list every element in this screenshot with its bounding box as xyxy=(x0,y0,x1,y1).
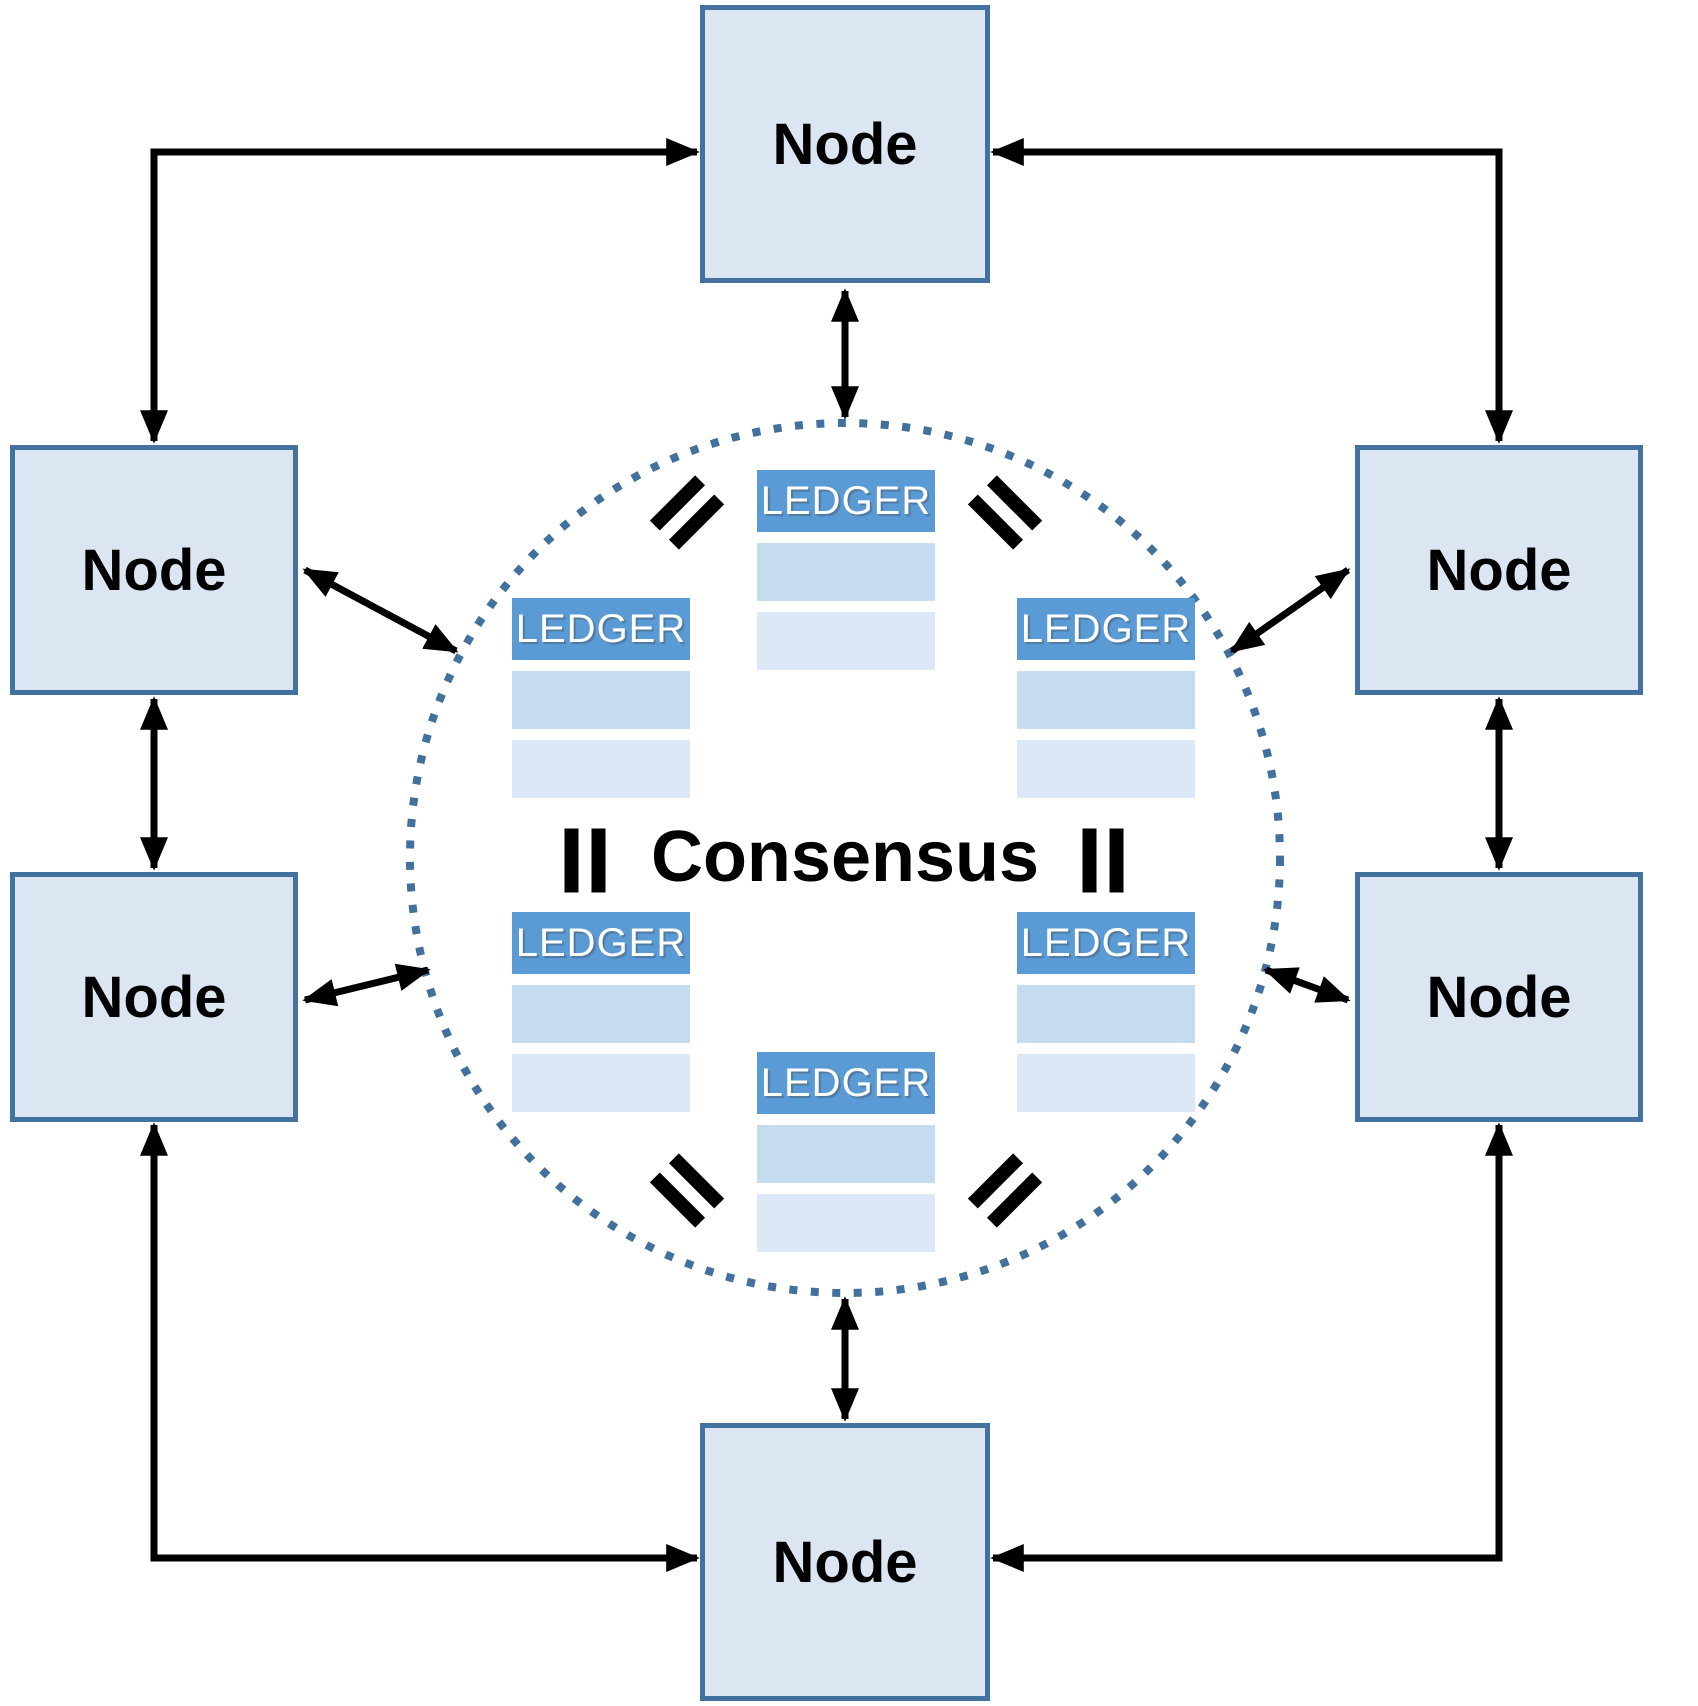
ledger-row xyxy=(757,1125,935,1183)
ledger-row xyxy=(1017,740,1195,798)
node-label: Node xyxy=(772,1529,918,1595)
consensus-label: Consensus xyxy=(650,817,1040,897)
arrow-upper-left-ring xyxy=(302,566,459,655)
ledger-row xyxy=(512,671,690,729)
ledger-table-middle-right: LEDGER xyxy=(1017,598,1195,809)
equals-icon xyxy=(1082,828,1124,893)
ledger-table-bottom: LEDGER xyxy=(757,1052,935,1263)
node-label: Node xyxy=(1426,964,1572,1030)
ledger-row xyxy=(757,543,935,601)
node-upper-left: Node xyxy=(10,445,298,695)
ledger-header: LEDGER xyxy=(1017,912,1195,974)
ledger-row xyxy=(512,740,690,798)
ledger-row xyxy=(512,1054,690,1112)
ledger-table-lower-right: LEDGER xyxy=(1017,912,1195,1123)
ledger-table-middle-left: LEDGER xyxy=(512,598,690,809)
node-label: Node xyxy=(772,111,918,177)
arrow-elbow-top-right xyxy=(990,138,1513,444)
arrow-elbow-bottom-right xyxy=(990,1122,1513,1572)
ledger-header: LEDGER xyxy=(1017,598,1195,660)
node-upper-right: Node xyxy=(1355,445,1643,695)
arrow-upper-right-ring xyxy=(1229,567,1351,654)
node-lower-right: Node xyxy=(1355,872,1643,1122)
ledger-header: LEDGER xyxy=(512,598,690,660)
arrow-lower-right-ring xyxy=(1263,966,1351,1004)
ledger-row xyxy=(757,1194,935,1252)
ledger-row xyxy=(1017,985,1195,1043)
arrow-elbow-bottom-left xyxy=(140,1122,700,1572)
ledger-row xyxy=(757,612,935,670)
equals-icon xyxy=(564,828,606,893)
consensus-ring xyxy=(406,419,1284,1297)
ledger-row xyxy=(512,985,690,1043)
ledger-header: LEDGER xyxy=(757,470,935,532)
node-label: Node xyxy=(1426,537,1572,603)
node-bottom-center: Node xyxy=(700,1423,990,1701)
node-top-center: Node xyxy=(700,5,990,283)
ledger-table-top: LEDGER xyxy=(757,470,935,681)
node-lower-left: Node xyxy=(10,872,298,1122)
arrow-elbow-top-left xyxy=(140,138,700,444)
ledger-header: LEDGER xyxy=(757,1052,935,1114)
arrow-lower-left-ring xyxy=(302,963,431,1007)
node-label: Node xyxy=(81,964,227,1030)
ledger-header: LEDGER xyxy=(512,912,690,974)
node-label: Node xyxy=(81,537,227,603)
ledger-table-lower-left: LEDGER xyxy=(512,912,690,1123)
ledger-row xyxy=(1017,671,1195,729)
ledger-row xyxy=(1017,1054,1195,1112)
